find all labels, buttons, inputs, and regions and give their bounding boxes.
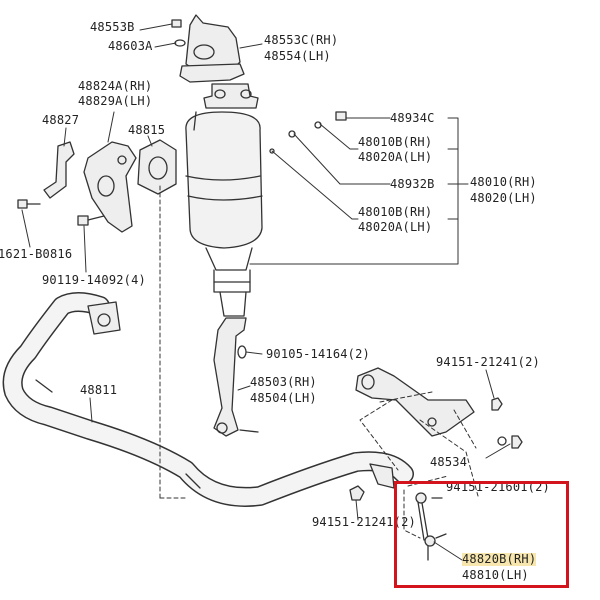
label-48020: 48020(LH) <box>470 191 537 205</box>
label-48810: 48810(LH) <box>462 568 529 582</box>
label-48010b-first: 48010B(RH) <box>358 135 433 149</box>
bolt-90119 <box>77 215 105 226</box>
label-48603a: 48603A <box>108 39 153 53</box>
label-48932b: 48932B <box>390 177 435 191</box>
label-48010: 48010(RH) <box>470 175 537 189</box>
label-48010b-second: 48010B(RH) <box>358 205 433 219</box>
label-48811: 48811 <box>80 383 118 397</box>
label-94151-21241-lower: 94151-21241(2) <box>312 515 416 529</box>
bracket-48827 <box>43 141 75 199</box>
bracket-48824a <box>83 141 137 233</box>
leader-lines <box>21 23 511 561</box>
label-90105-14164: 90105-14164(2) <box>266 347 370 361</box>
stabilizer-link <box>415 492 447 561</box>
label-48820b: 48820B(RH) <box>462 552 537 566</box>
upper-mount <box>179 14 245 83</box>
label-48553b: 48553B <box>90 20 135 34</box>
label-90119-14092: 90119-14092(4) <box>42 273 146 287</box>
label-48554: 48554(LH) <box>264 49 331 63</box>
small-parts-right <box>269 111 347 154</box>
label-1621-b0816: 1621-B0816 <box>0 247 73 261</box>
label-48815: 48815 <box>128 123 166 137</box>
nut-48553b <box>171 19 182 28</box>
stabilizer-bar <box>2 292 414 507</box>
label-48504: 48504(LH) <box>250 391 317 405</box>
label-48534: 48534 <box>430 455 468 469</box>
air-spring-shock <box>185 83 263 317</box>
label-48503: 48503(RH) <box>250 375 317 389</box>
bolt-1621 <box>17 199 41 209</box>
highlight-box <box>394 481 569 588</box>
label-48020a-first: 48020A(LH) <box>358 150 433 164</box>
label-94151-21241-upper: 94151-21241(2) <box>436 355 540 369</box>
label-48553c: 48553C(RH) <box>264 33 339 47</box>
label-48020a-second: 48020A(LH) <box>358 220 433 234</box>
nut-94151-lower <box>349 485 365 501</box>
label-48934c: 48934C <box>390 111 435 125</box>
bushing-48815 <box>137 139 177 195</box>
label-48824a: 48824A(RH) <box>78 79 153 93</box>
label-48827: 48827 <box>42 113 80 127</box>
label-48829a: 48829A(LH) <box>78 94 153 108</box>
lower-control-arm <box>355 367 523 449</box>
